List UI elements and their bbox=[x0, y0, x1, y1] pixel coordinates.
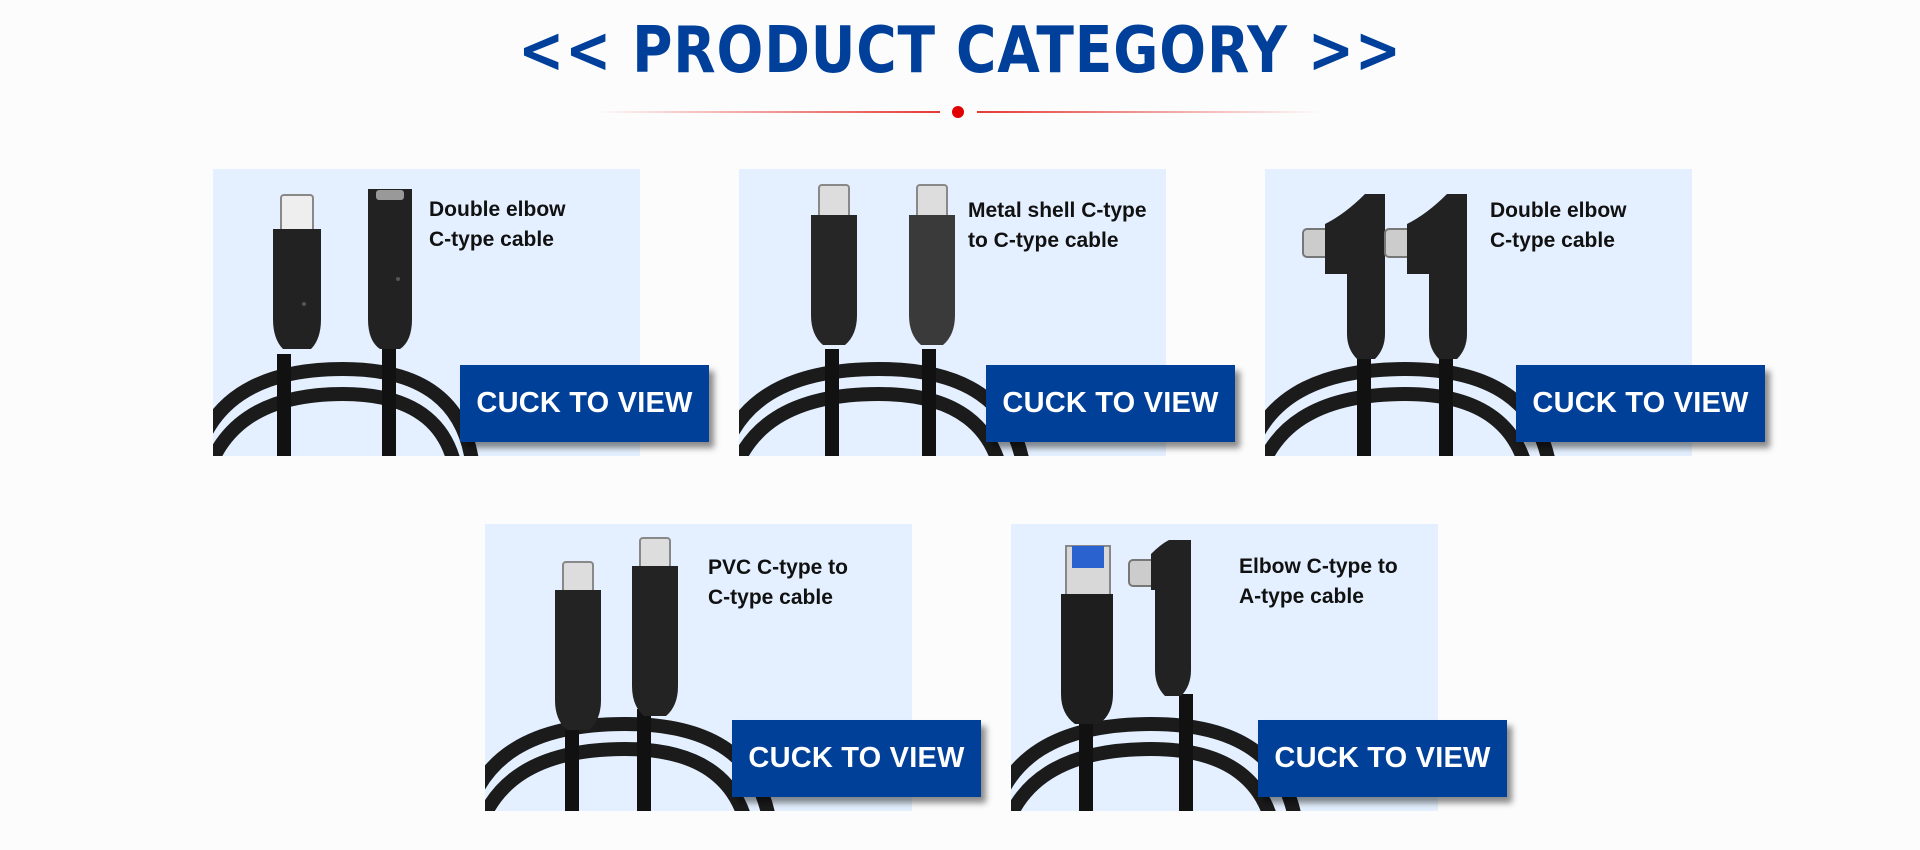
product-card[interactable]: Elbow C-type to A-type cable CUCK TO VIE… bbox=[1011, 524, 1507, 811]
product-title: Double elbow C-type cable bbox=[429, 195, 640, 255]
cable-image bbox=[485, 537, 775, 811]
product-card[interactable]: Metal shell C-type to C-type cable CUCK … bbox=[739, 169, 1235, 456]
product-title-line2: A-type cable bbox=[1239, 585, 1364, 608]
view-button[interactable]: CUCK TO VIEW bbox=[1258, 720, 1507, 797]
product-title-line1: Double elbow bbox=[1490, 199, 1627, 222]
product-card[interactable]: PVC C-type to C-type cable CUCK TO VIEW bbox=[485, 524, 981, 811]
product-title-line1: Elbow C-type to bbox=[1239, 555, 1398, 578]
product-title-line2: C-type cable bbox=[708, 586, 833, 609]
product-card[interactable]: Double elbow C-type cable CUCK TO VIEW bbox=[1265, 169, 1765, 456]
product-title-line2: to C-type cable bbox=[968, 229, 1119, 252]
view-button[interactable]: CUCK TO VIEW bbox=[460, 365, 709, 442]
product-title: Double elbow C-type cable bbox=[1490, 196, 1692, 256]
view-button[interactable]: CUCK TO VIEW bbox=[1516, 365, 1765, 442]
product-title: PVC C-type to C-type cable bbox=[708, 553, 912, 613]
product-title-line1: PVC C-type to bbox=[708, 556, 849, 579]
cable-image bbox=[213, 189, 479, 456]
divider-line-left bbox=[595, 111, 940, 113]
view-button[interactable]: CUCK TO VIEW bbox=[732, 720, 981, 797]
page-title: << PRODUCT CATEGORY >> bbox=[518, 14, 1402, 88]
view-button[interactable]: CUCK TO VIEW bbox=[986, 365, 1235, 442]
product-title-line1: Metal shell C-type bbox=[968, 199, 1147, 222]
product-title: Elbow C-type to A-type cable bbox=[1239, 552, 1438, 612]
product-title: Metal shell C-type to C-type cable bbox=[968, 196, 1166, 256]
title-divider bbox=[595, 106, 1322, 118]
product-title-line2: C-type cable bbox=[429, 228, 554, 251]
product-card[interactable]: Double elbow C-type cable CUCK TO VIEW bbox=[213, 169, 709, 456]
product-title-line2: C-type cable bbox=[1490, 229, 1615, 252]
divider-line-right bbox=[977, 111, 1322, 113]
product-title-line1: Double elbow bbox=[429, 198, 566, 221]
divider-dot bbox=[952, 106, 964, 118]
